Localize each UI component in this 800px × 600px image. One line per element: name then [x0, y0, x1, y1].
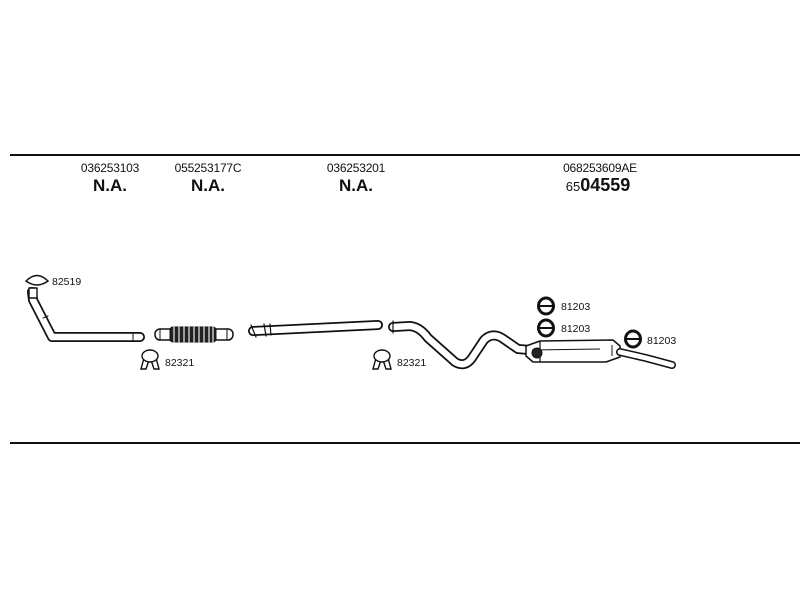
clamp-icon	[372, 349, 392, 370]
callout-hanger-right: 81203	[647, 335, 677, 347]
catalog-ref-main: 04559	[580, 175, 631, 195]
rubber-hanger-icon	[537, 296, 555, 316]
callout-clamp-left: 82321	[165, 357, 195, 369]
rubber-hanger-icon	[537, 318, 555, 338]
rear-silencer-part	[525, 339, 676, 369]
gasket-icon	[24, 274, 50, 286]
callout-clamp-right: 82321	[397, 357, 427, 369]
front-pipe-part	[27, 287, 145, 342]
callout-gasket: 82519	[52, 276, 82, 288]
middle-pipe-part	[248, 320, 383, 338]
rear-pipe-part	[388, 320, 535, 370]
callout-hanger-middle: 81203	[561, 323, 591, 335]
flex-pipe-part	[154, 326, 234, 343]
bottom-divider-line	[10, 442, 800, 444]
part-number-front-pipe: 036253103	[80, 161, 140, 175]
part-number-flex-pipe: 055253177C	[174, 161, 242, 175]
catalog-ref-prefix: 65	[565, 179, 581, 194]
top-divider-line	[10, 154, 800, 156]
part-number-rear-silencer: 068253609AE	[563, 161, 637, 175]
rubber-hanger-icon	[624, 329, 642, 349]
oe-code-flex-pipe: N.A.	[191, 176, 225, 195]
part-number-middle-pipe: 036253201	[326, 161, 386, 175]
oe-code-middle-pipe: N.A.	[339, 176, 373, 195]
oe-code-front-pipe: N.A.	[93, 176, 127, 195]
callout-hanger-top: 81203	[561, 301, 591, 313]
clamp-icon	[140, 349, 160, 370]
catalog-ref-rear-silencer: 6504559	[566, 175, 631, 196]
